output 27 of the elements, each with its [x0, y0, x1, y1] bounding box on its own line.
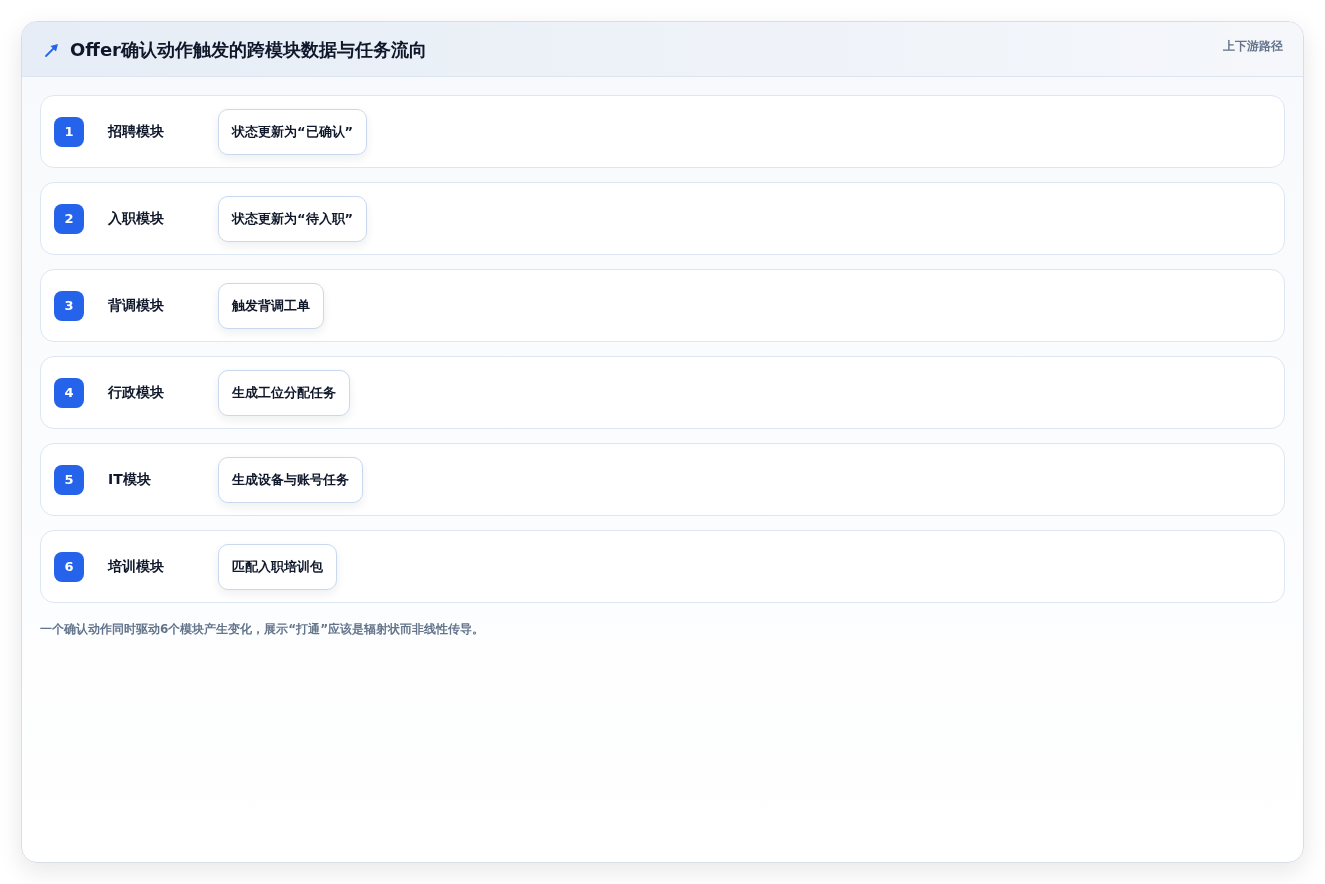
task-tag: 状态更新为“已确认” — [218, 108, 368, 155]
module-name: 入职模块 — [108, 209, 165, 228]
title: Offer确认动作触发的跨模块数据与任务流向 — [70, 38, 427, 62]
section-label: 上下游路径 — [1223, 38, 1283, 55]
number-badge: 1 — [54, 116, 84, 147]
task-tag: 状态更新为“待入职” — [218, 195, 368, 242]
number-badge: 2 — [54, 203, 84, 234]
task-tag: 触发背调工单 — [218, 282, 324, 329]
module-name: 招聘模块 — [108, 122, 165, 141]
task-tag: 生成设备与账号任务 — [218, 456, 363, 503]
module-row — [40, 443, 1285, 516]
number-badge: 3 — [54, 290, 84, 321]
module-row — [40, 182, 1285, 255]
module-name: 培训模块 — [108, 557, 165, 576]
number-badge: 4 — [54, 377, 84, 408]
module-row — [40, 356, 1285, 429]
task-tag: 生成工位分配任务 — [218, 369, 350, 416]
module-name: IT模块 — [108, 470, 152, 489]
module-name: 背调模块 — [108, 296, 165, 315]
module-row — [40, 530, 1285, 603]
caption: 一个确认动作同时驱动6个模块产生变化，展示“打通”应该是辐射状而非线性传导。 — [40, 621, 485, 638]
task-tag: 匹配入职培训包 — [218, 543, 337, 590]
module-name: 行政模块 — [108, 383, 165, 402]
number-badge: 5 — [54, 464, 84, 495]
module-row — [40, 269, 1285, 342]
module-row — [40, 95, 1285, 168]
number-badge: 6 — [54, 551, 84, 582]
